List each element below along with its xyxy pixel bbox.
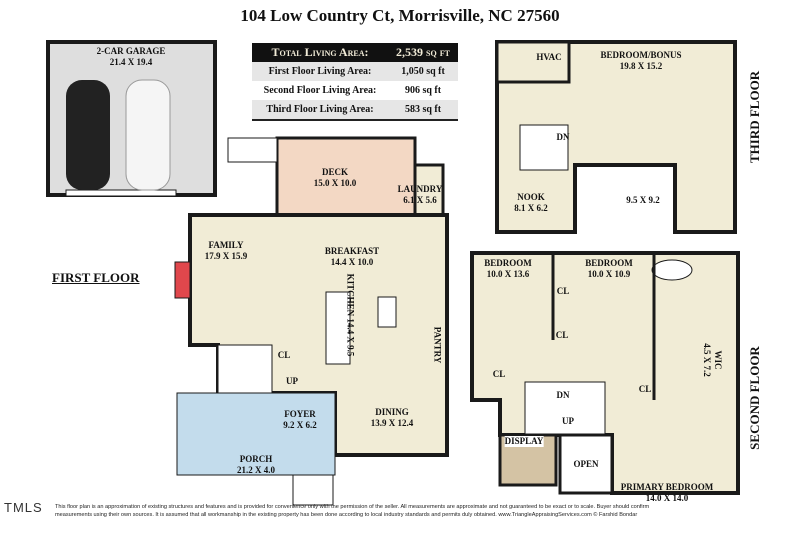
disclaimer: This floor plan is an approximation of e…	[55, 503, 755, 519]
second-floor-label: SECOND FLOOR	[747, 346, 762, 450]
area-value: 1,050 sq ft	[401, 66, 445, 77]
third-stairs	[519, 124, 569, 171]
area-value: 906 sq ft	[404, 85, 442, 96]
third-floor-outline	[495, 40, 737, 234]
second-stairs-dn-label: DN	[556, 390, 570, 400]
disclaimer-line: measurements using their own sources. It…	[55, 512, 638, 518]
hvac-label: HVAC	[536, 52, 562, 62]
garage-door	[65, 189, 177, 197]
area-row: Third Floor Living Area: 583 sq ft	[252, 100, 458, 119]
kitchen-label: KITCHEN 14.4 X 9.5	[345, 273, 356, 357]
total-area-value: 2,539 sq ft	[396, 45, 450, 59]
area-label: First Floor Living Area:	[268, 66, 372, 77]
porch-stairs	[292, 474, 334, 506]
open-area	[558, 433, 614, 495]
alcove-label: 9.5 X 9.2	[626, 195, 660, 205]
deck-stairs	[227, 137, 278, 163]
second-stairs-up-label: UP	[562, 416, 574, 426]
open-label: OPEN	[573, 459, 599, 469]
total-area-label: Total Living Area:	[271, 45, 369, 59]
second-stairs	[524, 381, 606, 435]
first-floor-label: FIRST FLOOR	[52, 270, 140, 285]
closet-label: CL	[556, 286, 570, 296]
porch	[176, 392, 336, 476]
closet-label: CL	[555, 330, 569, 340]
third-floor-label: THIRD FLOOR	[747, 70, 762, 163]
living-area-table: Total Living Area: 2,539 sq ft First Flo…	[252, 43, 458, 121]
area-value: 583 sq ft	[404, 104, 442, 115]
display-label: DISPLAY	[504, 436, 544, 447]
area-label: Second Floor Living Area:	[263, 85, 377, 96]
watermark: TMLS	[4, 500, 43, 515]
third-stairs-dn-label: DN	[556, 132, 570, 142]
kitchen-counter	[325, 291, 351, 365]
kitchen-island	[377, 296, 397, 328]
fireplace	[174, 261, 191, 299]
area-label: Third Floor Living Area:	[266, 104, 374, 115]
page-title: 104 Low Country Ct, Morrisville, NC 2756…	[240, 6, 560, 25]
closet-label: CL	[492, 369, 506, 379]
area-row: Second Floor Living Area: 906 sq ft	[252, 81, 458, 100]
total-area-row: Total Living Area: 2,539 sq ft	[252, 43, 458, 62]
hvac-room	[495, 40, 571, 84]
car-black	[66, 80, 110, 190]
closet-label: CL	[277, 350, 291, 360]
bathtub	[651, 259, 693, 281]
closet-label: CL	[638, 384, 652, 394]
car-white	[125, 79, 171, 191]
pantry-label: PANTRY	[432, 326, 443, 364]
stairs-up-label: UP	[286, 376, 298, 386]
laundry	[413, 163, 445, 217]
first-stairs	[217, 344, 273, 394]
area-row: First Floor Living Area: 1,050 sq ft	[252, 62, 458, 81]
disclaimer-line: This floor plan is an approximation of e…	[55, 504, 650, 510]
